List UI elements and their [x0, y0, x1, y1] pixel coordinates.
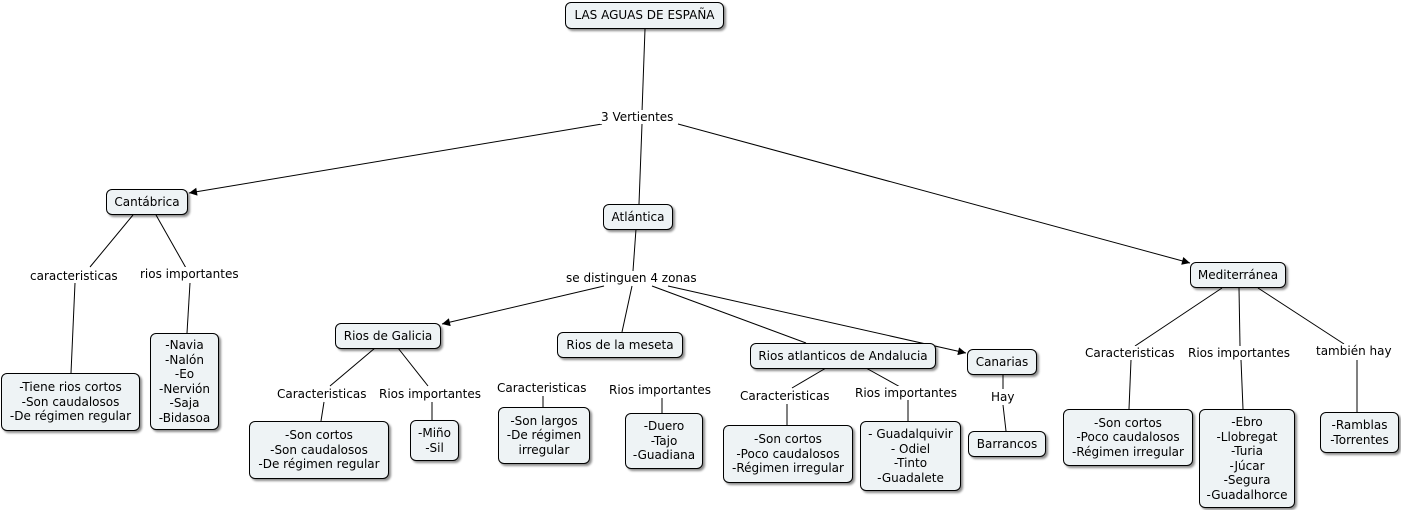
- meseta-caracteristicas-box: -Son largos -De régimen irregular: [498, 407, 590, 464]
- line-caract-cantabrica-box: [70, 282, 76, 374]
- andalucia-caracteristicas-label: Caracteristicas: [739, 389, 831, 403]
- zonas-label: se distinguen 4 zonas: [565, 271, 698, 285]
- arrow-to-cantabrica: [188, 123, 603, 196]
- mediterranea-rios-label: Rios importantes: [1187, 346, 1291, 360]
- arrow-to-galicia: [441, 285, 605, 327]
- line-root-vertientes: [641, 28, 646, 113]
- andalucia-caracteristicas-box: -Son cortos -Poco caudalosos -Régimen ir…: [723, 425, 853, 483]
- arrow-to-canarias: [667, 285, 967, 356]
- cantabrica-rios-box: -Navia -Nalón -Eo -Nervión -Saja -Bidaso…: [150, 333, 219, 430]
- canarias-node: Canarias: [967, 349, 1037, 375]
- line-atlantica-zonas: [632, 228, 637, 272]
- line-cantabrica-rios: [155, 214, 187, 269]
- meseta-node: Rios de la meseta: [557, 332, 683, 358]
- mediterranea-caracteristicas-box: -Son cortos -Poco caudalosos -Régimen ir…: [1063, 409, 1193, 466]
- line-to-atlantica: [638, 123, 643, 205]
- root-node: LAS AGUAS DE ESPAÑA: [565, 2, 724, 29]
- meseta-caracteristicas-label: Caracteristicas: [496, 381, 588, 395]
- line-to-meseta: [621, 285, 633, 333]
- line-cantabrica-caract: [89, 214, 134, 268]
- meseta-rios-label: Rios importantes: [608, 383, 712, 397]
- mediterranea-tambien-box: -Ramblas -Torrentes: [1320, 412, 1399, 453]
- andalucia-rios-box: - Guadalquivir - Odiel -Tinto -Guadalete: [860, 421, 961, 491]
- andalucia-rios-label: Rios importantes: [854, 386, 958, 400]
- galicia-rios-label: Rios importantes: [378, 387, 482, 401]
- atlantica-node: Atlántica: [603, 204, 673, 230]
- galicia-caracteristicas-label: Caracteristicas: [276, 387, 368, 401]
- canarias-barrancos-box: Barrancos: [968, 431, 1046, 457]
- line-to-andalucia: [651, 285, 807, 344]
- mediterranea-tambien-label: también hay: [1315, 344, 1393, 358]
- cantabrica-caracteristicas-box: -Tiene rios cortos -Son caudalosos -De r…: [1, 373, 140, 431]
- cantabrica-node: Cantábrica: [106, 189, 188, 215]
- arrow-to-mediterranea: [677, 123, 1191, 265]
- canarias-hay-label: Hay: [990, 390, 1016, 404]
- line-rios-cantabrica-box: [186, 282, 191, 334]
- galicia-rios-box: -Miño -Sil: [410, 420, 459, 461]
- meseta-rios-box: -Duero -Tajo -Guadiana: [625, 413, 703, 469]
- cantabrica-caracteristicas-label: caracteristicas: [29, 269, 119, 283]
- mediterranea-caracteristicas-label: Caracteristicas: [1084, 346, 1176, 360]
- galicia-node: Rios de Galicia: [335, 323, 441, 349]
- mediterranea-node: Mediterránea: [1190, 262, 1286, 288]
- andalucia-node: Rios atlanticos de Andalucia: [750, 343, 936, 369]
- cantabrica-rios-label: rios importantes: [139, 267, 240, 281]
- galicia-caracteristicas-box: -Son cortos -Son caudalosos -De régimen …: [249, 421, 389, 479]
- mediterranea-rios-box: -Ebro -Llobregat -Turia -Júcar -Segura -…: [1199, 409, 1295, 508]
- vertientes-label: 3 Vertientes: [600, 110, 675, 124]
